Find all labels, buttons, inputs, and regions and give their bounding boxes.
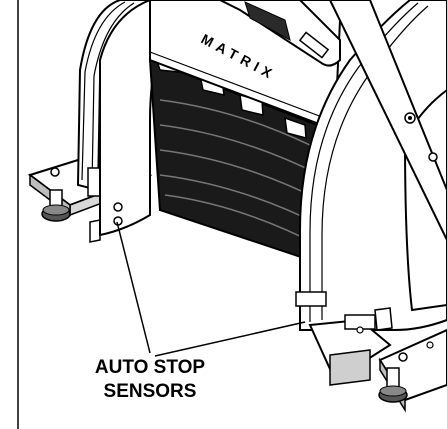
left-sensor-icon — [113, 202, 123, 212]
base-bolt-icon — [50, 167, 60, 177]
top-hinge-plates — [219, 0, 341, 67]
right-base-bolt-icon — [398, 352, 408, 362]
leader-line-right-sensor — [154, 321, 306, 357]
callout-line-2: SENSORS — [103, 381, 197, 402]
callout-line-1: AUTO STOP — [94, 357, 206, 378]
right-rail-clip — [295, 291, 327, 307]
auto-stop-sensors-callout: AUTO STOP SENSORS — [40, 356, 260, 404]
right-base-bracket — [308, 307, 393, 386]
right-leveling-foot — [378, 367, 408, 403]
leader-line-left-sensor — [116, 221, 151, 354]
left-leveling-foot — [41, 189, 71, 222]
handrail-tube — [328, 0, 447, 241]
callout-leader-lines — [116, 221, 306, 357]
